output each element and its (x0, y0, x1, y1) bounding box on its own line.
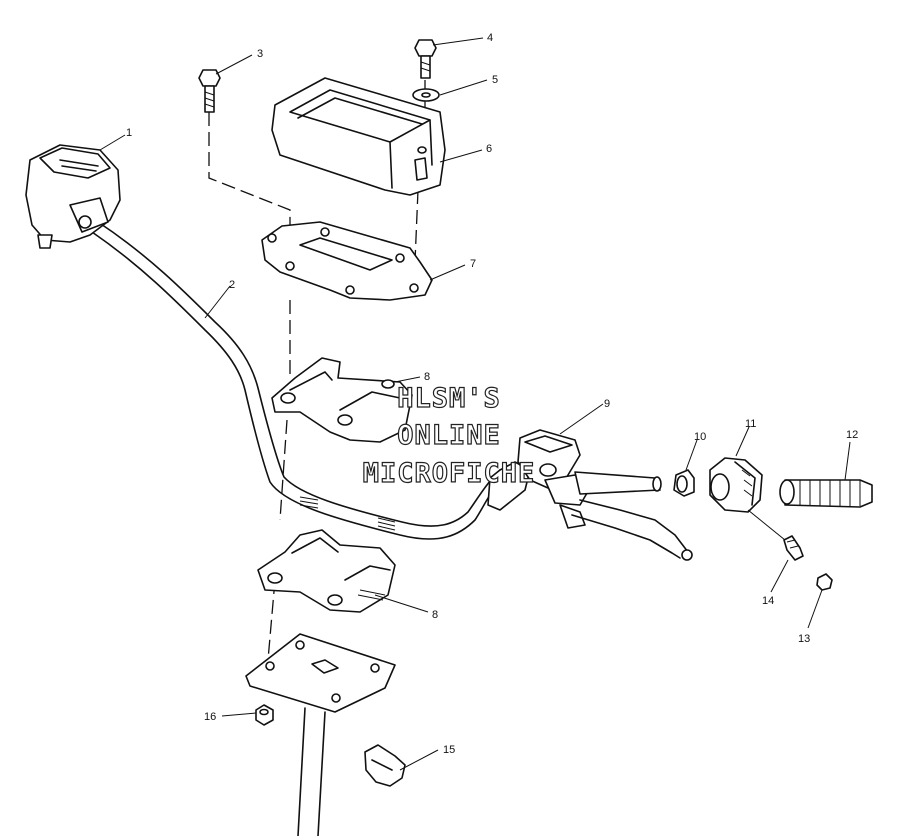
callout-5: 5 (492, 74, 498, 86)
spacer-10 (673, 469, 695, 497)
watermark-line-1: HLSM'S (397, 383, 501, 414)
base-plate (245, 633, 396, 836)
bolt-3 (198, 69, 221, 113)
callout-8-lower: 8 (432, 609, 438, 621)
callout-14: 14 (762, 595, 774, 607)
watermark-line-2: ONLINE (397, 420, 501, 451)
callout-7: 7 (470, 258, 476, 270)
screw-14 (783, 535, 804, 561)
handlebar (91, 221, 506, 540)
callout-4: 4 (487, 32, 493, 44)
callout-9: 9 (604, 398, 610, 410)
callout-1: 1 (126, 127, 132, 139)
throttle-tube (574, 471, 662, 495)
throttle-housing-11 (709, 457, 763, 513)
callout-3: 3 (257, 48, 263, 60)
callout-11: 11 (745, 418, 756, 430)
callout-15: 15 (443, 744, 455, 756)
clip-15 (364, 744, 406, 787)
callout-numbers: 1 2 3 4 5 6 7 8 8 9 10 11 12 13 14 15 16 (126, 32, 858, 756)
callout-13: 13 (798, 633, 810, 645)
washer-5 (412, 88, 440, 102)
cover-6 (271, 77, 446, 196)
callout-6: 6 (486, 143, 492, 155)
callout-2: 2 (229, 279, 235, 291)
left-switch-housing (25, 144, 121, 249)
cap-13 (816, 573, 833, 591)
watermark-line-3: MICROFICHE (363, 458, 536, 489)
plate-7 (261, 221, 433, 301)
callout-12: 12 (846, 429, 858, 441)
bolt-4 (414, 39, 437, 79)
callout-16: 16 (204, 711, 216, 723)
lower-clamp-8 (257, 529, 396, 613)
watermark: HLSM'S ONLINE MICROFICHE (362, 382, 536, 489)
grip-12 (779, 479, 873, 508)
callout-10: 10 (694, 431, 706, 443)
nut-16 (255, 704, 274, 726)
upper-clamp-8 (271, 357, 413, 443)
master-cylinder-9 (487, 429, 693, 561)
callout-8-upper: 8 (424, 371, 430, 383)
leader-lines (99, 37, 851, 771)
